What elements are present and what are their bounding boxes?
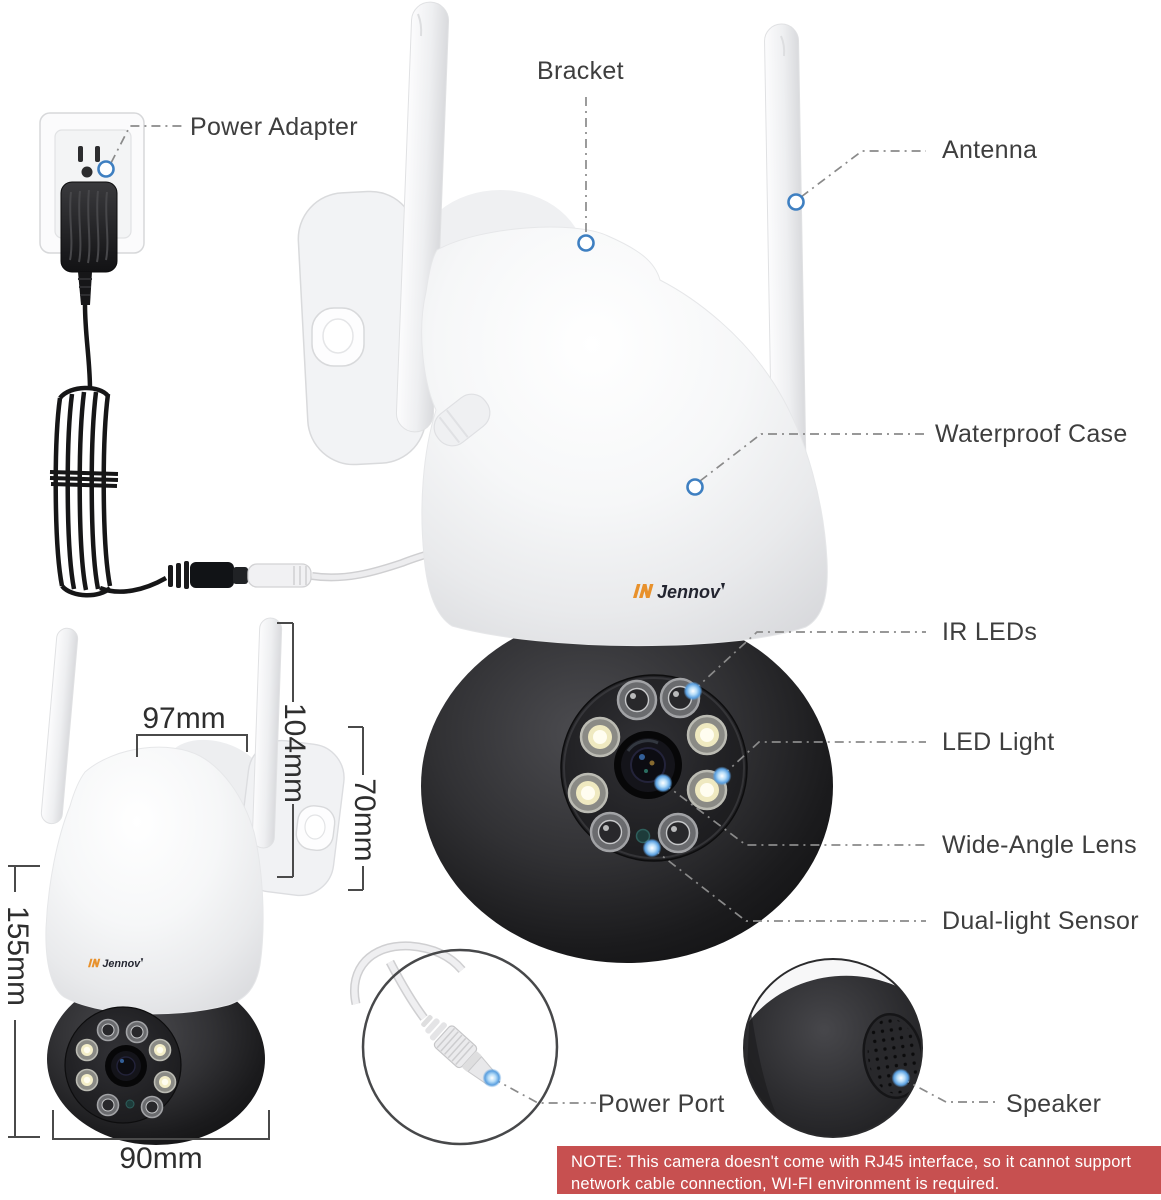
dim-label-155mm: 155mm xyxy=(1,905,34,1007)
dc-jack xyxy=(247,563,312,588)
marker-glow-dot xyxy=(683,681,703,701)
brand-logo-text-small: Jennov xyxy=(102,958,141,970)
label-speaker: Speaker xyxy=(1006,1090,1102,1118)
wide-angle-lens-glass xyxy=(105,1045,147,1087)
ir-led xyxy=(616,679,658,721)
inset-circle xyxy=(743,958,923,1138)
waterproof-dome xyxy=(45,746,264,1015)
label-led-light: LED Light xyxy=(942,728,1055,756)
led-light-bulb xyxy=(567,772,609,814)
leader-power-port xyxy=(491,1077,596,1104)
cable-coil xyxy=(49,385,168,598)
outlet-slot xyxy=(95,146,100,162)
adapter-cable xyxy=(82,304,93,391)
marker-ring xyxy=(97,160,115,178)
ir-led xyxy=(140,1095,164,1119)
camera-face xyxy=(64,1006,182,1124)
ir-led xyxy=(657,812,699,854)
leader-lines xyxy=(110,97,1000,1104)
brand-logo-text: Jennov xyxy=(657,582,721,602)
label-power-adapter: Power Adapter xyxy=(190,113,358,141)
marker-ring xyxy=(577,234,595,252)
dc-connection xyxy=(168,551,427,589)
dim-line-97mm xyxy=(136,734,248,757)
marker-ring xyxy=(686,478,704,496)
label-antenna: Antenna xyxy=(942,136,1038,164)
label-dual-light-sensor: Dual-light Sensor xyxy=(942,907,1139,935)
speaker-inset xyxy=(743,958,923,1138)
label-bracket: Bracket xyxy=(537,57,624,85)
leader-waterproof-case xyxy=(699,433,926,482)
main-camera: Jennov xyxy=(297,1,833,963)
marker-glow-dot xyxy=(712,766,732,786)
label-wide-angle-lens: Wide-Angle Lens xyxy=(942,831,1137,859)
ir-led xyxy=(125,1020,149,1044)
leader-dual-light-sensor xyxy=(651,847,926,922)
power-port-inset xyxy=(350,941,559,1146)
dim-label-104mm: 104mm xyxy=(278,702,311,804)
note-box: NOTE: This camera doesn't come with RJ45… xyxy=(557,1146,1161,1194)
brand-logo: Jennov xyxy=(633,582,725,602)
small-camera: Jennov xyxy=(40,617,345,1145)
led-light-bulb xyxy=(75,1068,99,1092)
led-light-bulb xyxy=(148,1038,172,1062)
camera-face xyxy=(560,674,748,862)
ir-led xyxy=(589,811,631,853)
outlet-ground-hole xyxy=(81,166,93,178)
wide-angle-lens-glass xyxy=(614,731,682,799)
led-light-bulb xyxy=(153,1070,177,1094)
power-adapter-device xyxy=(60,181,118,391)
dual-light-sensor-eye xyxy=(635,828,651,844)
leader-antenna xyxy=(800,150,926,198)
right-antenna xyxy=(251,617,283,849)
antenna-hinge xyxy=(433,393,491,447)
leader-led-light xyxy=(721,741,926,777)
leader-ir-leds xyxy=(692,631,926,692)
dimension-lines xyxy=(8,622,364,1140)
dual-light-sensor-eye xyxy=(125,1099,135,1109)
dim-line-70mm xyxy=(348,726,364,891)
led-light-bulb xyxy=(579,716,621,758)
brand-logo: Jennov xyxy=(88,958,144,970)
camera-pigtail-cable xyxy=(311,552,426,580)
led-light-bulb xyxy=(75,1038,99,1062)
callout-markers xyxy=(97,160,911,1088)
waterproof-dome xyxy=(421,226,828,647)
dim-label-97mm: 97mm xyxy=(142,702,226,735)
dim-line-155mm xyxy=(8,865,40,1138)
note-line-2: network cable connection, WI-FI environm… xyxy=(571,1174,1000,1193)
marker-glow-dot xyxy=(653,773,673,793)
dim-line-90mm xyxy=(52,1110,270,1140)
dim-line-104mm xyxy=(277,622,294,878)
label-power-port: Power Port xyxy=(598,1090,725,1118)
ir-led xyxy=(96,1018,120,1042)
dim-label-70mm: 70mm xyxy=(348,778,381,862)
inset-circle xyxy=(361,948,559,1146)
marker-ring xyxy=(787,193,805,211)
dc-plug xyxy=(190,562,234,588)
led-light-bulb xyxy=(686,714,728,756)
ir-led xyxy=(96,1093,120,1117)
marker-glow-dot xyxy=(642,838,662,858)
camera-back-white xyxy=(744,959,922,1030)
brand-logo-mark xyxy=(633,584,641,598)
left-antenna xyxy=(40,627,79,825)
outlet-slot xyxy=(78,146,83,162)
label-waterproof-case: Waterproof Case xyxy=(935,420,1128,448)
label-ir-leds: IR LEDs xyxy=(942,618,1038,646)
marker-glow-dot xyxy=(891,1068,911,1088)
dim-label-90mm: 90mm xyxy=(119,1142,203,1175)
note-line-1: NOTE: This camera doesn't come with RJ45… xyxy=(571,1153,1132,1171)
leader-speaker xyxy=(900,1077,1000,1103)
marker-glow-dot xyxy=(482,1068,502,1088)
